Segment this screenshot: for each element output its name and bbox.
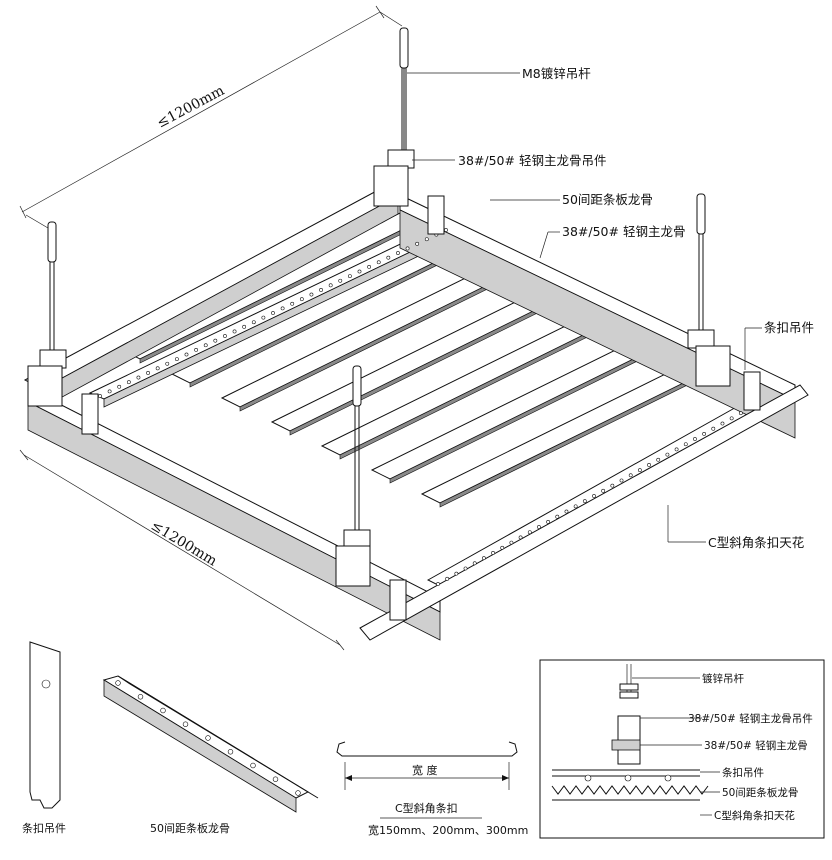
section-label-clip-hanger: 条扣吊件	[722, 766, 764, 779]
dimension-top: ≤1200mm	[19, 5, 403, 229]
main-hanger-clamp-2	[39, 349, 67, 369]
hanger-rods	[47, 27, 706, 530]
main-keel-right-face	[399, 209, 796, 439]
isometric-assembly: ≤1200mm ≤1200mm M8镀锌吊杆 38#/50# 轻钢主龙骨吊件 5…	[19, 5, 814, 651]
section-frame	[539, 659, 825, 839]
label-main-keel: 38#/50# 轻钢主龙骨	[562, 224, 685, 239]
main-hanger-clamp-3	[687, 329, 715, 349]
main-hanger-bracket-3	[695, 345, 731, 387]
rod-top-knob-4	[352, 365, 362, 407]
carrier-holes	[98, 228, 752, 586]
label-rod: M8镀锌吊杆	[522, 66, 591, 81]
dimension-top-label: ≤1200mm	[154, 83, 227, 132]
rod-top-knob-1	[399, 27, 409, 69]
section-detail: 镀锌吊杆 38#/50# 轻钢主龙骨吊件 38#/50# 轻钢主龙骨 条扣吊件 …	[539, 659, 825, 839]
part-profile: 宽 度 C型斜角条扣 宽150mm、200mm、300mm	[336, 741, 528, 837]
part-carrier: 50间距条板龙骨	[102, 675, 319, 835]
label-clip-hanger: 条扣吊件	[764, 320, 814, 335]
profile-section	[336, 741, 518, 757]
part-clip-hanger: 条扣吊件	[22, 641, 66, 835]
section-label-main-keel: 38#/50# 轻钢主龙骨	[704, 739, 808, 752]
profile-width-label: 宽 度	[412, 763, 438, 777]
label-carrier: 50间距条板龙骨	[562, 192, 653, 207]
section-label-ceiling: C型斜角条扣天花	[714, 809, 795, 822]
label-ceiling: C型斜角条扣天花	[708, 535, 804, 550]
rod-top-knob-3	[696, 193, 706, 235]
clip-hanger-3	[743, 371, 761, 411]
profile-name: C型斜角条扣	[395, 801, 458, 815]
main-hanger-bracket-1	[373, 165, 409, 207]
section-label-main-hanger: 38#/50# 轻钢主龙骨吊件	[688, 712, 813, 725]
clip-hanger-2	[81, 393, 99, 435]
rod-top-knob-2	[47, 221, 57, 263]
main-hanger-bracket-2	[27, 365, 63, 407]
main-keel-front	[359, 384, 809, 641]
section-label-carrier: 50间距条板龙骨	[722, 786, 798, 799]
hanger-clamps	[27, 149, 761, 621]
main-hanger-bracket-4	[335, 545, 371, 587]
clip-hanger-4	[389, 579, 407, 621]
clip-hanger-1	[427, 195, 445, 235]
main-hanger-clamp-4	[343, 529, 371, 549]
section-label-rod: 镀锌吊杆	[702, 672, 744, 685]
section-carrier-teeth	[551, 785, 709, 795]
profile-sizes: 宽150mm、200mm、300mm	[368, 823, 528, 837]
ceiling-strips	[120, 211, 722, 508]
main-hanger-clamp-1	[387, 149, 415, 169]
dimension-bottom-label: ≤1200mm	[148, 518, 220, 570]
label-main-hanger: 38#/50# 轻钢主龙骨吊件	[458, 153, 606, 168]
caption-carrier: 50间距条板龙骨	[150, 821, 230, 835]
caption-clip-hanger: 条扣吊件	[22, 821, 66, 835]
carrier-part-side	[103, 679, 297, 813]
clip-hanger-plate	[29, 641, 61, 809]
leader-lines	[407, 72, 762, 543]
